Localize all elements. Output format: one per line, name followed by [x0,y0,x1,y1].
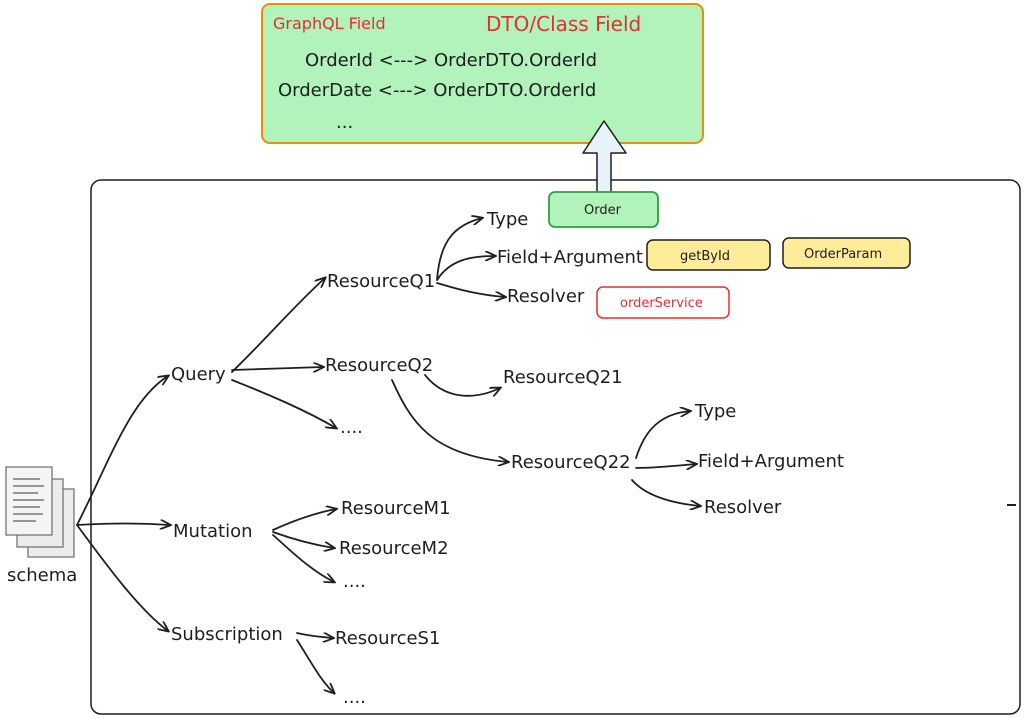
node-resource-q21: ResourceQ21 [503,367,623,388]
tag-order-label: Order [584,203,622,218]
tag-order: Order [548,191,659,228]
document-stack-icon [5,466,75,558]
tag-order-service-label: orderService [620,296,703,311]
schema-label: schema [7,565,77,586]
node-resource-m1: ResourceM1 [341,498,451,519]
order-to-panel-arrow [582,120,627,194]
node-q22-resolver: Resolver [704,497,782,518]
tree-arrows [76,218,700,693]
main-frame [90,179,1021,715]
node-query: Query [171,364,226,385]
node-resource-q22: ResourceQ22 [511,452,631,473]
mapping-row-1: OrderId <---> OrderDTO.OrderId [305,50,597,71]
header-dto-field: DTO/Class Field [486,12,641,36]
tag-order-service: orderService [596,286,730,319]
node-query-more: .... [340,417,363,438]
node-q1-resolver: Resolver [507,286,585,307]
node-resource-m2: ResourceM2 [339,538,449,559]
node-q22-type: Type [694,401,736,422]
header-graphql-field: GraphQL Field [273,14,386,33]
mapping-panel: GraphQL Field DTO/Class Field OrderId <-… [261,3,704,144]
node-mutation-more: .... [343,571,366,592]
tag-get-by-id: getById [646,239,771,271]
tag-get-by-id-label: getById [680,249,730,264]
node-resource-s1: ResourceS1 [335,628,440,649]
node-q1-type: Type [486,209,528,230]
node-subscription-more: .... [343,687,366,708]
node-q1-field-argument: Field+Argument [497,247,643,268]
mapping-ellipsis: ... [336,112,353,133]
node-q22-field-argument: Field+Argument [698,451,844,472]
node-mutation: Mutation [173,521,253,542]
node-subscription: Subscription [171,624,283,645]
mapping-row-2: OrderDate <---> OrderDTO.OrderId [278,80,596,101]
tag-order-param: OrderParam [782,237,911,269]
tag-order-param-label: OrderParam [804,247,882,262]
node-resource-q1: ResourceQ1 [327,271,435,292]
node-resource-q2: ResourceQ2 [325,355,433,376]
